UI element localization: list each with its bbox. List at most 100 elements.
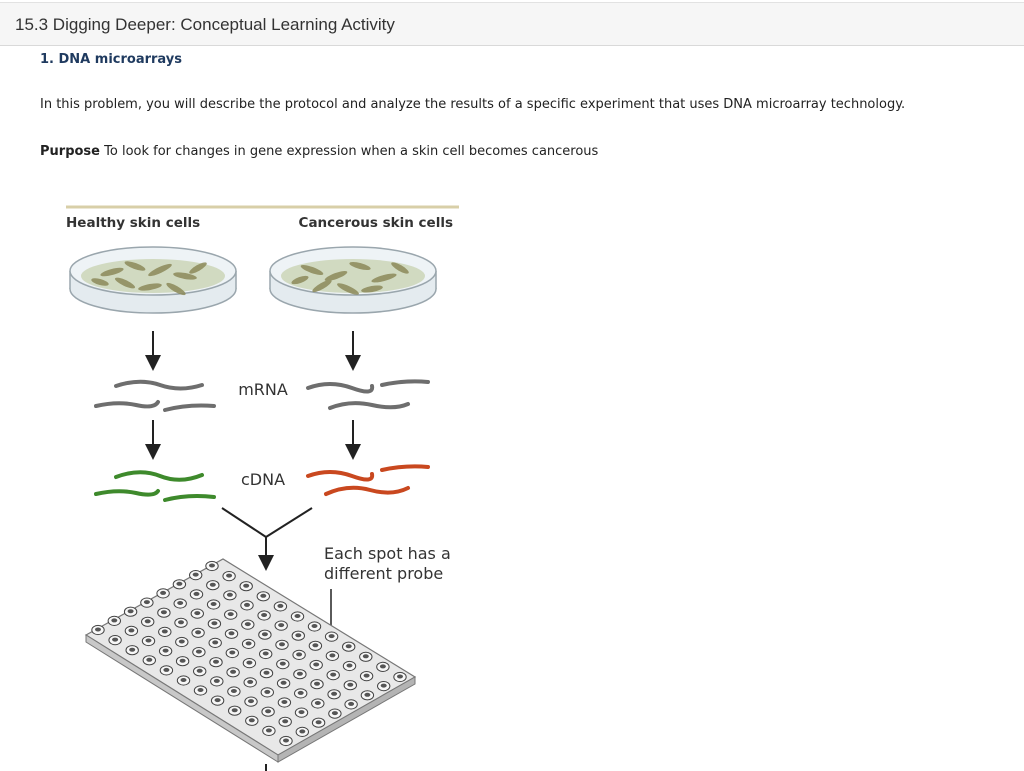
probe-spot-center bbox=[226, 573, 233, 578]
probe-spot-center bbox=[280, 680, 287, 685]
purpose-text: To look for changes in gene expression w… bbox=[104, 144, 599, 159]
probe-spot-center bbox=[283, 738, 289, 743]
probe-spot-center bbox=[261, 632, 268, 637]
probe-spot-center bbox=[162, 648, 169, 653]
probe-spot-center bbox=[277, 603, 284, 608]
probe-spot-center bbox=[345, 644, 352, 649]
probe-spot-center bbox=[329, 653, 336, 658]
probe-spot-center bbox=[146, 657, 153, 662]
probe-spot-center bbox=[213, 678, 220, 683]
cdna-strands-healthy bbox=[94, 470, 216, 502]
probe-spot-center bbox=[347, 682, 354, 687]
probe-spot-center bbox=[226, 592, 233, 597]
probe-spot-center bbox=[246, 660, 253, 665]
probe-spot-center bbox=[160, 590, 167, 595]
probe-spot-center bbox=[230, 689, 237, 693]
probe-spot-center bbox=[144, 619, 151, 624]
probe-spot-center bbox=[248, 718, 255, 723]
cdna-strands-cancerous bbox=[306, 464, 430, 496]
probe-spot-center bbox=[296, 652, 303, 657]
probe-spot-center bbox=[195, 630, 202, 635]
mrna-strands-healthy bbox=[94, 379, 216, 412]
probe-spot-center bbox=[314, 681, 320, 686]
microarray-spots bbox=[91, 560, 407, 747]
purpose-line: Purpose To look for changes in gene expr… bbox=[40, 144, 598, 159]
probe-spot-center bbox=[262, 651, 269, 656]
probe-spot-center bbox=[247, 679, 254, 684]
probe-note-line1: Each spot has a bbox=[324, 544, 451, 563]
cdna-label: cDNA bbox=[241, 470, 285, 489]
probe-spot-center bbox=[362, 654, 369, 659]
probe-spot-center bbox=[112, 637, 119, 642]
probe-spot-center bbox=[296, 671, 303, 676]
petri-dish-healthy bbox=[69, 246, 237, 314]
intro-text: In this problem, you will describe the p… bbox=[40, 97, 906, 112]
probe-spot-center bbox=[279, 642, 285, 647]
probe-spot-center bbox=[380, 683, 387, 688]
probe-spot-center bbox=[197, 688, 204, 692]
probe-spot-center bbox=[379, 664, 386, 669]
probe-spot-center bbox=[161, 629, 168, 634]
probe-spot-center bbox=[178, 620, 184, 625]
probe-spot-center bbox=[127, 609, 134, 614]
question-heading: 1. DNA microarrays bbox=[40, 52, 182, 67]
probe-spot-center bbox=[227, 612, 234, 617]
probe-spot-center bbox=[228, 631, 235, 636]
probe-spot-center bbox=[328, 634, 335, 639]
probe-spot-center bbox=[315, 720, 322, 725]
probe-spot-center bbox=[245, 641, 252, 646]
probe-spot-center bbox=[128, 628, 135, 633]
probe-spot-center bbox=[299, 729, 306, 734]
probe-spot-center bbox=[312, 643, 319, 648]
microarray-slide bbox=[84, 558, 417, 763]
probe-spot-center bbox=[263, 670, 270, 675]
probe-spot-center bbox=[160, 610, 167, 615]
probe-spot-center bbox=[176, 581, 183, 586]
probe-spot-center bbox=[129, 647, 136, 652]
probe-spot-center bbox=[111, 618, 118, 623]
petri-dish-cancerous bbox=[269, 246, 437, 314]
probe-spot-center bbox=[311, 624, 318, 628]
probe-spot-center bbox=[212, 640, 219, 645]
probe-spot-center bbox=[260, 593, 267, 598]
probe-spot-center bbox=[264, 689, 271, 694]
probe-spot-center bbox=[331, 691, 338, 696]
probe-spot-center bbox=[95, 627, 101, 632]
probe-spot-center bbox=[346, 663, 353, 668]
probe-spot-center bbox=[209, 582, 216, 587]
cancerous-cells-label: Cancerous skin cells bbox=[299, 215, 453, 231]
probe-spot-center bbox=[192, 572, 199, 577]
mrna-label: mRNA bbox=[238, 380, 288, 399]
probe-spot-center bbox=[261, 613, 268, 617]
mrna-strands-cancerous bbox=[306, 379, 430, 410]
healthy-cells-label: Healthy skin cells bbox=[66, 215, 200, 231]
probe-spot-center bbox=[230, 669, 237, 674]
probe-spot-center bbox=[180, 678, 187, 682]
probe-spot-center bbox=[210, 602, 217, 606]
probe-spot-center bbox=[363, 673, 370, 678]
probe-spot-center bbox=[209, 563, 215, 568]
probe-spot-center bbox=[211, 621, 218, 626]
probe-spot-center bbox=[278, 623, 285, 628]
probe-spot-center bbox=[265, 709, 272, 714]
probe-spot-center bbox=[177, 601, 184, 605]
probe-spot-center bbox=[397, 674, 403, 679]
probe-spot-center bbox=[330, 672, 337, 677]
probe-spot-center bbox=[281, 700, 288, 704]
probe-spot-center bbox=[279, 661, 286, 666]
title-bar: 15.3 Digging Deeper: Conceptual Learning… bbox=[0, 2, 1024, 46]
probe-spot-center bbox=[265, 728, 272, 733]
probe-spot-center bbox=[195, 649, 202, 654]
probe-spot-center bbox=[178, 639, 185, 644]
probe-spot-center bbox=[364, 692, 371, 697]
probe-spot-center bbox=[145, 638, 152, 643]
probe-spot-center bbox=[214, 698, 221, 703]
probe-spot-center bbox=[196, 668, 203, 673]
probe-spot-center bbox=[314, 701, 321, 705]
probe-spot-center bbox=[282, 719, 289, 724]
probe-spot-center bbox=[348, 701, 355, 706]
probe-spot-center bbox=[295, 633, 302, 638]
merge-lines bbox=[221, 507, 313, 538]
